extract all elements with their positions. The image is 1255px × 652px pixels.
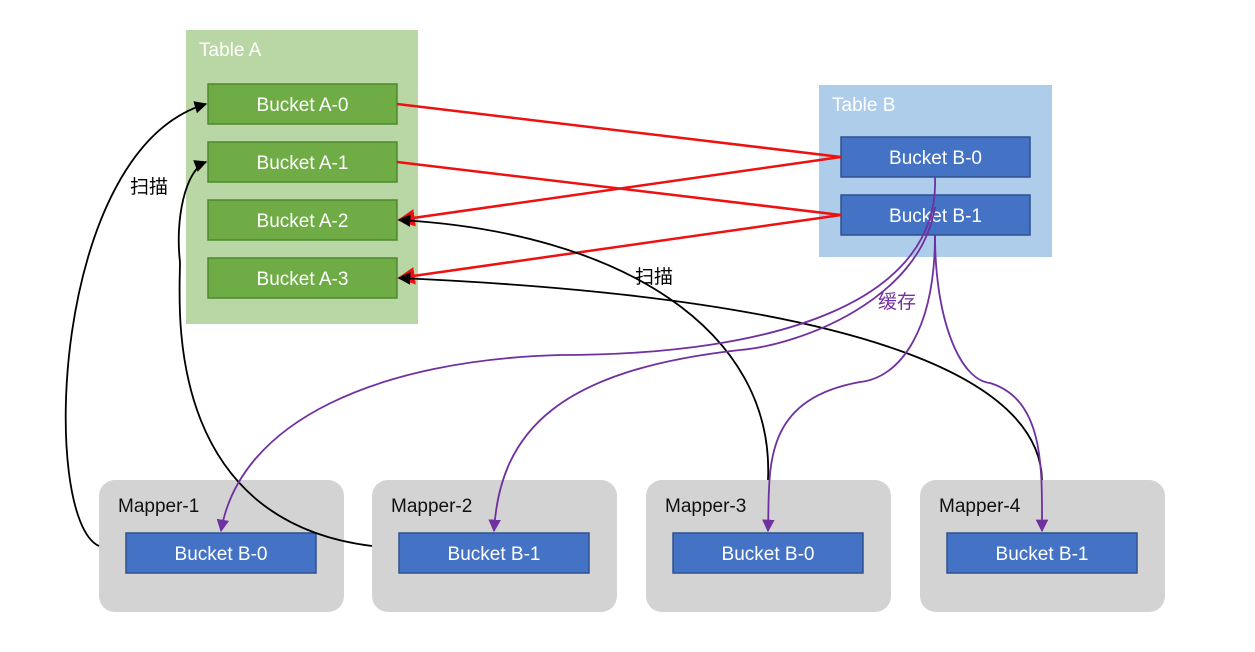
mapper-3-bucket-label: Bucket B-0	[722, 544, 815, 565]
table-a-group: Table A Bucket A-0 Bucket A-1 Bucket A-2…	[186, 30, 418, 324]
scan-line-mapper2-a1	[177, 160, 373, 547]
bucket-b-0: Bucket B-0	[840, 136, 1031, 178]
table-a-title: Table A	[199, 40, 262, 61]
mapper-1-bucket-label: Bucket B-0	[175, 544, 268, 565]
bucket-a-2-label: Bucket A-2	[257, 211, 349, 232]
cache-line-b0-mapper3	[762, 234, 936, 533]
bucket-a-0: Bucket A-0	[207, 83, 398, 125]
join-line-b1-a3	[397, 213, 842, 285]
scan-line-mapper3-a2	[397, 214, 769, 481]
join-lines	[396, 102, 842, 285]
mapper-2: Mapper-2 Bucket B-1	[372, 480, 617, 612]
scan-label-left: 扫描	[130, 176, 168, 198]
mapper-3: Mapper-3 Bucket B-0	[646, 480, 891, 612]
join-line-b0-a2	[397, 155, 842, 227]
bucket-b-1-label: Bucket B-1	[889, 206, 982, 227]
bucket-a-3: Bucket A-3	[207, 257, 398, 299]
mapper-1: Mapper-1 Bucket B-0	[99, 480, 344, 612]
table-b-title: Table B	[832, 95, 895, 116]
cache-line-b1-mapper4	[934, 234, 1049, 533]
bucket-a-1: Bucket A-1	[207, 141, 398, 183]
bucket-a-1-label: Bucket A-1	[257, 153, 349, 174]
mapper-3-title: Mapper-3	[665, 496, 746, 517]
bucket-b-0-label: Bucket B-0	[889, 148, 982, 169]
mapper-4-title: Mapper-4	[939, 496, 1021, 517]
bucket-a-0-label: Bucket A-0	[257, 95, 349, 116]
mapper-4-bucket-label: Bucket B-1	[996, 544, 1089, 565]
mapper-2-title: Mapper-2	[391, 496, 472, 517]
scan-label-middle: 扫描	[635, 266, 673, 288]
mapper-4: Mapper-4 Bucket B-1	[920, 480, 1165, 612]
scan-lines	[64, 101, 1043, 547]
scan-line-mapper1-a0	[64, 101, 208, 547]
cache-lines	[216, 176, 1049, 533]
bucket-a-2: Bucket A-2	[207, 199, 398, 241]
cache-line-b0-mapper1	[216, 176, 936, 533]
bucket-a-3-label: Bucket A-3	[257, 269, 349, 290]
cache-label: 缓存	[878, 291, 916, 313]
bucket-b-1: Bucket B-1	[840, 194, 1031, 236]
mapper-2-bucket-label: Bucket B-1	[448, 544, 541, 565]
scan-line-mapper4-a3	[397, 272, 1043, 481]
table-b-group: Table B Bucket B-0 Bucket B-1	[819, 85, 1052, 257]
cache-line-b1-mapper2	[488, 206, 936, 533]
join-line-a0-b0	[396, 102, 842, 159]
mapper-1-title: Mapper-1	[118, 496, 199, 517]
